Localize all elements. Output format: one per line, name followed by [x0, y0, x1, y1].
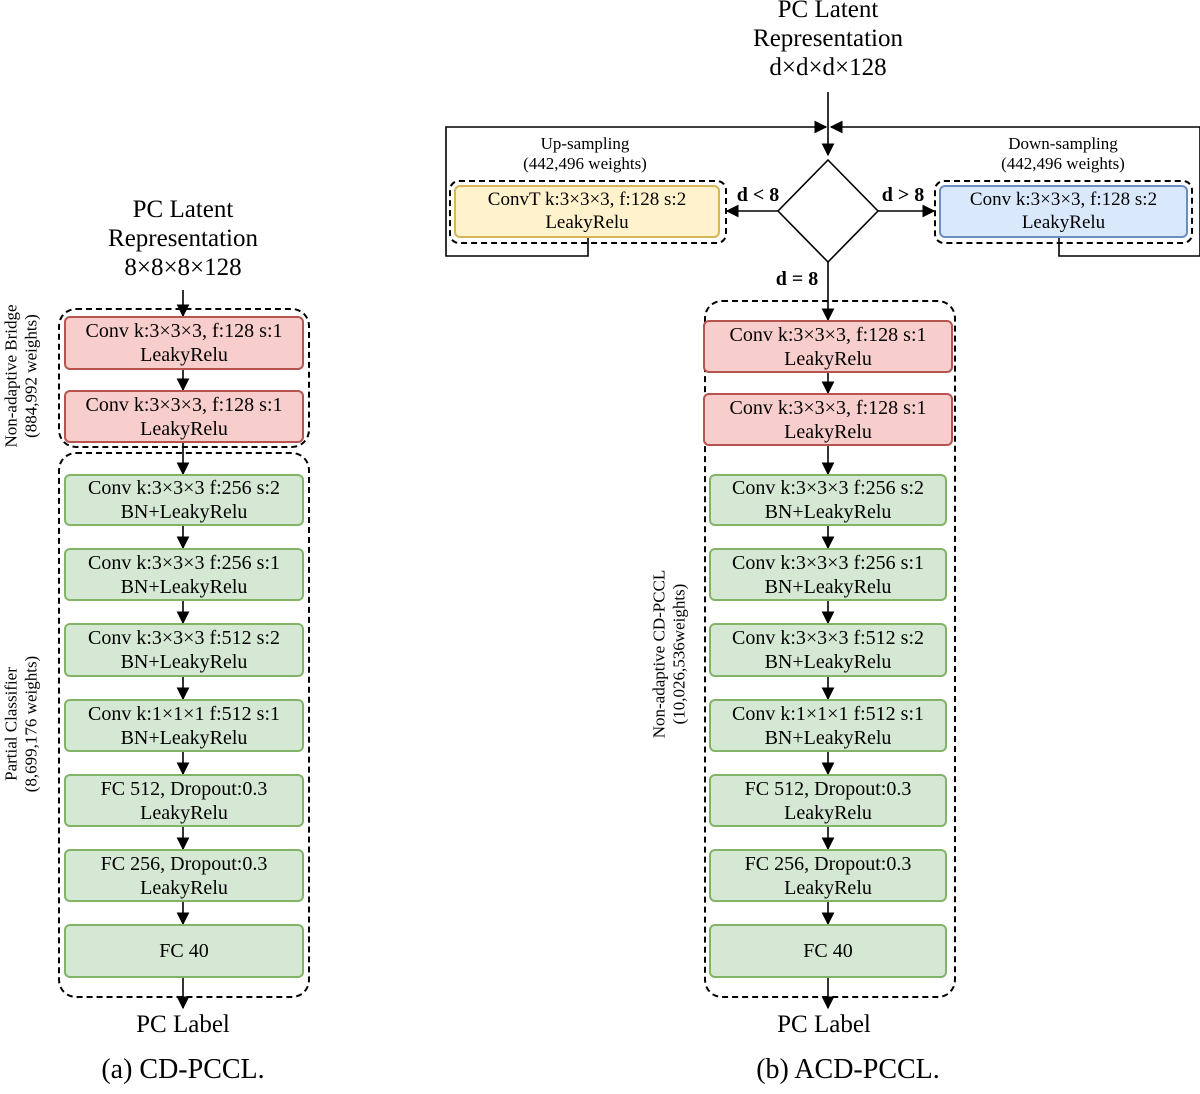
right-fc-512: FC 512, Dropout:0.3 LeakyRelu: [709, 774, 947, 827]
node-title: Conv k:3×3×3 f:256 s:2: [731, 477, 924, 499]
node-activation: BN+LeakyRelu: [120, 575, 248, 598]
node-title: FC 40: [159, 940, 209, 962]
left-classifier-group: [58, 452, 310, 998]
right-conv-256-s2: Conv k:3×3×3 f:256 s:2 BN+LeakyRelu: [709, 474, 947, 526]
node-activation: LeakyRelu: [140, 801, 228, 824]
left-bridge-label-title: Non-adaptive Bridge: [1, 304, 21, 448]
right-pccl-label-weights: (10,026,536weights): [670, 583, 689, 725]
node-title: Conv k:3×3×3 f:512 s:2: [87, 627, 280, 649]
left-conv-1x1-512: Conv k:1×1×1 f:512 s:1 BN+LeakyRelu: [64, 699, 304, 752]
node-title: FC 256, Dropout:0.3: [100, 852, 268, 875]
node-title: Conv k:3×3×3, f:128 s:1: [85, 320, 283, 342]
node-title: Conv k:3×3×3 f:256 s:1: [731, 551, 924, 574]
right-caption: (b) ACD-PCCL.: [756, 1054, 940, 1085]
node-activation: LeakyRelu: [784, 876, 872, 899]
node-title: Conv k:3×3×3 f:256 s:1: [87, 551, 280, 574]
node-title: FC 256, Dropout:0.3: [744, 852, 912, 875]
node-activation: BN+LeakyRelu: [764, 651, 892, 673]
node-activation: LeakyRelu: [784, 347, 872, 370]
left-input-line3: 8×8×8×128: [124, 253, 242, 281]
downsampling-label-title: Down-sampling: [1008, 134, 1118, 153]
left-classifier-label: Partial Classifier (8,699,176 weights): [2, 656, 43, 792]
node-title: FC 512, Dropout:0.3: [744, 777, 912, 800]
node-title: Conv k:3×3×3, f:128 s:1: [85, 393, 283, 416]
upsampling-label: Up-sampling (442,496 weights): [470, 134, 700, 173]
node-title: FC 512, Dropout:0.3: [100, 777, 268, 800]
node-activation: BN+LeakyRelu: [120, 651, 248, 673]
node-title: Conv k:3×3×3, f:128 s:1: [729, 396, 927, 419]
left-input-line1: PC Latent: [132, 196, 234, 223]
right-fc-256: FC 256, Dropout:0.3 LeakyRelu: [709, 849, 947, 902]
upsampling-convt-node: ConvT k:3×3×3, f:128 s:2 LeakyRelu: [454, 185, 720, 238]
right-input-line3: d×d×d×128: [769, 53, 887, 81]
downsampling-label-weights: (442,496 weights): [1001, 153, 1125, 173]
left-bridge-conv-1: Conv k:3×3×3, f:128 s:1 LeakyRelu: [64, 316, 304, 370]
condition-d-greater-8: d > 8: [881, 184, 925, 206]
condition-d-less-8: d < 8: [736, 184, 780, 206]
right-conv-128-2: Conv k:3×3×3, f:128 s:1 LeakyRelu: [703, 393, 953, 446]
left-bridge-label-weights: (884,992 weights): [22, 314, 41, 438]
node-title: Conv k:3×3×3, f:128 s:1: [729, 323, 927, 346]
upsampling-group: [449, 180, 727, 244]
left-bridge-label: Non-adaptive Bridge (884,992 weights): [2, 304, 43, 447]
left-conv-256-s1: Conv k:3×3×3 f:256 s:1 BN+LeakyRelu: [64, 548, 304, 601]
loop-upsampling: [445, 120, 828, 257]
downsampling-group: [934, 180, 1193, 244]
node-title: Conv k:3×3×3 f:512 s:2: [731, 627, 924, 649]
left-fc-512: FC 512, Dropout:0.3 LeakyRelu: [64, 774, 304, 827]
right-conv-128-1: Conv k:3×3×3, f:128 s:1 LeakyRelu: [703, 320, 953, 373]
node-activation: LeakyRelu: [784, 801, 872, 824]
right-input-line1: PC Latent: [777, 0, 879, 23]
downsampling-label: Down-sampling (442,496 weights): [948, 134, 1178, 173]
node-activation: BN+LeakyRelu: [120, 501, 248, 523]
downsampling-conv-node: Conv k:3×3×3, f:128 s:2 LeakyRelu: [939, 185, 1188, 238]
left-fc-256: FC 256, Dropout:0.3 LeakyRelu: [64, 849, 304, 902]
left-input-line2: Representation: [108, 224, 258, 252]
node-activation: LeakyRelu: [784, 420, 872, 443]
node-title: Conv k:3×3×3, f:128 s:2: [969, 188, 1158, 210]
left-bridge-conv-2: Conv k:3×3×3, f:128 s:1 LeakyRelu: [64, 390, 304, 443]
right-conv-256-s1: Conv k:3×3×3 f:256 s:1 BN+LeakyRelu: [709, 548, 947, 601]
left-caption: (a) CD-PCCL.: [101, 1054, 265, 1085]
right-conv-512-s2: Conv k:3×3×3 f:512 s:2 BN+LeakyRelu: [709, 623, 947, 677]
node-activation: LeakyRelu: [140, 417, 228, 440]
node-activation: BN+LeakyRelu: [764, 501, 892, 523]
node-activation: LeakyRelu: [140, 876, 228, 899]
right-input-line2: Representation: [753, 24, 903, 52]
node-title: Conv k:1×1×1 f:512 s:1: [731, 702, 924, 725]
left-fc-40: FC 40: [64, 924, 304, 978]
upsampling-label-title: Up-sampling: [540, 134, 630, 153]
right-pccl-group: [704, 300, 956, 998]
node-title: Conv k:1×1×1 f:512 s:1: [87, 702, 280, 725]
left-conv-256-s2: Conv k:3×3×3 f:256 s:2 BN+LeakyRelu: [64, 474, 304, 526]
node-title: ConvT k:3×3×3, f:128 s:2: [487, 188, 687, 210]
left-classifier-label-title: Partial Classifier: [1, 667, 21, 781]
left-conv-512-s2: Conv k:3×3×3 f:512 s:2 BN+LeakyRelu: [64, 623, 304, 677]
node-activation: BN+LeakyRelu: [764, 575, 892, 598]
left-bridge-group: [58, 308, 310, 448]
node-title: Conv k:3×3×3 f:256 s:2: [87, 477, 280, 499]
node-activation: LeakyRelu: [140, 344, 228, 366]
loop-downsampling: [829, 120, 1200, 257]
node-title: FC 40: [803, 940, 853, 962]
condition-d-equals-8: d = 8: [775, 268, 819, 290]
upsampling-label-weights: (442,496 weights): [523, 153, 647, 173]
node-activation: BN+LeakyRelu: [764, 726, 892, 749]
left-output-label: PC Label: [136, 1011, 230, 1038]
left-input-label: PC Latent Representation 8×8×8×128: [63, 196, 303, 282]
node-activation: LeakyRelu: [545, 211, 629, 233]
decision-diamond: [776, 158, 880, 264]
right-fc-40: FC 40: [709, 924, 947, 978]
right-pccl-label-title: Non-adaptive CD-PCCL: [649, 569, 669, 739]
node-activation: LeakyRelu: [1021, 211, 1106, 233]
right-input-label: PC Latent Representation d×d×d×128: [708, 0, 948, 82]
right-output-label: PC Label: [777, 1011, 871, 1038]
node-activation: BN+LeakyRelu: [120, 726, 248, 749]
right-conv-1x1-512: Conv k:1×1×1 f:512 s:1 BN+LeakyRelu: [709, 699, 947, 752]
right-pccl-label: Non-adaptive CD-PCCL (10,026,536weights): [650, 570, 691, 739]
left-classifier-label-weights: (8,699,176 weights): [22, 655, 41, 793]
